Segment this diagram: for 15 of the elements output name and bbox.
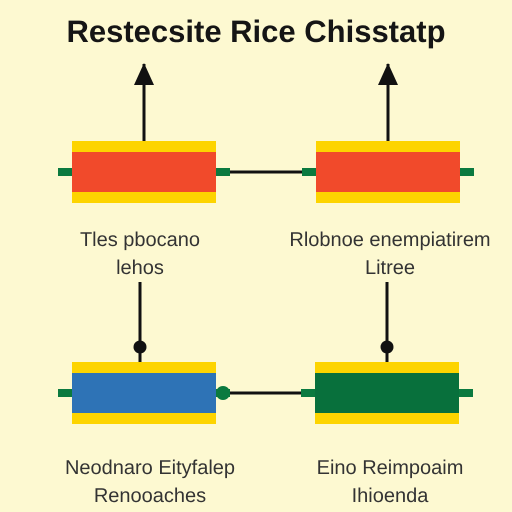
dot-connector (380, 282, 394, 362)
diagram-title: Restecsite Rice Chisstatp (65, 13, 447, 51)
label-text: Tles pbocano lehos (65, 226, 215, 282)
component-block (58, 362, 230, 424)
connector-line (230, 392, 301, 394)
component-block (301, 362, 473, 424)
connector-line (230, 170, 302, 174)
dot-connector (134, 282, 146, 362)
arrow (378, 63, 398, 141)
caption-text: Eino Reimpoaim Ihioenda (316, 456, 464, 509)
caption-text: Neodnaro Eityfalep Renooaches (64, 456, 236, 509)
component-block (302, 141, 474, 203)
label-text: Rlobnoe enempiatirem Litree (274, 226, 506, 282)
arrow (134, 63, 154, 141)
component-block (58, 141, 230, 203)
